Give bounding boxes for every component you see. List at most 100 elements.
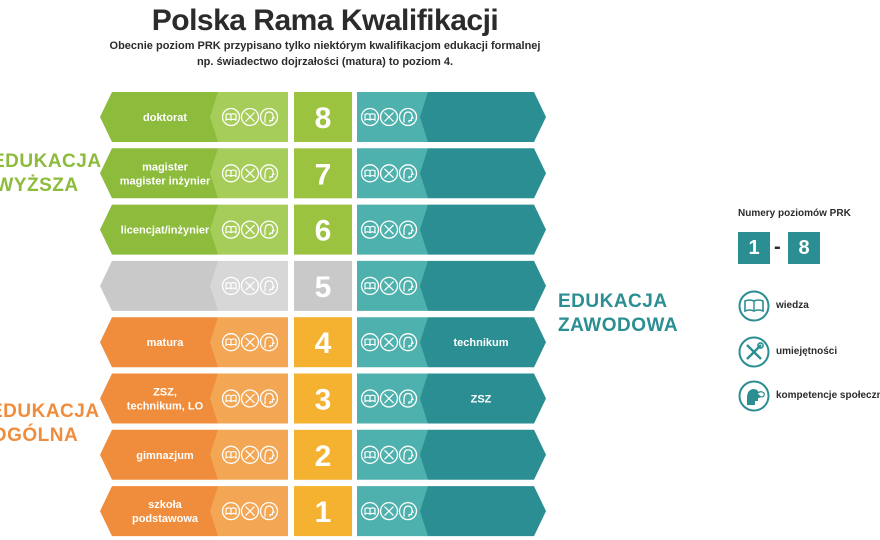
level-6-left-label-band — [100, 204, 218, 255]
level-2-left-text: gimnazjum — [136, 450, 194, 462]
tools-icon — [379, 333, 399, 352]
level-5-left-icon-band — [210, 260, 288, 311]
legend-label-social-competences: kompetencje społeczne — [776, 390, 880, 401]
book-icon — [221, 164, 241, 183]
tools-icon — [240, 220, 260, 239]
book-icon — [738, 290, 770, 322]
level-3-right-icons — [360, 389, 418, 408]
level-7-left-text: magister inżynier — [120, 175, 211, 187]
tools-icon — [379, 107, 399, 127]
level-3-number: 3 — [315, 384, 332, 417]
level-5-right-icons — [360, 276, 418, 296]
tools-icon — [379, 445, 399, 464]
level-3-number-box — [294, 373, 352, 424]
level-2-number-box — [294, 429, 352, 480]
level-2-right-icons — [360, 445, 418, 464]
tools-icon — [738, 336, 770, 368]
head-icon — [398, 107, 418, 127]
level-4-number: 4 — [315, 327, 332, 360]
head-icon — [398, 220, 418, 239]
head-icon — [259, 107, 279, 127]
legend-title: Numery poziomów PRK — [738, 208, 851, 219]
book-icon — [360, 276, 380, 296]
level-5-right-label-band — [420, 260, 546, 311]
level-1-left-label-band — [100, 486, 218, 537]
tools-icon — [379, 389, 399, 408]
level-1-left-text: podstawowa — [132, 513, 199, 525]
level-2-left-icon-band — [210, 429, 288, 480]
level-1-right-icon-band — [357, 486, 428, 537]
level-5-left-icons — [221, 276, 279, 296]
level-8-left-icon-band — [210, 92, 288, 142]
head-icon — [259, 276, 279, 296]
book-icon — [360, 107, 380, 127]
tools-icon — [240, 445, 260, 464]
legend-label-knowledge: wiedza — [776, 300, 809, 311]
head-icon — [259, 501, 279, 521]
head-icon — [738, 380, 770, 412]
head-icon — [398, 501, 418, 521]
legend-range-to: 8 — [788, 232, 820, 264]
tools-icon — [379, 276, 399, 296]
level-3-left-text: technikum, LO — [127, 401, 204, 413]
level-7-number-box — [294, 148, 352, 199]
head-icon — [259, 389, 279, 408]
level-7-left-text: magister — [142, 161, 189, 173]
head-icon — [398, 389, 418, 408]
book-icon — [360, 164, 380, 183]
level-7-left-icon-band — [210, 148, 288, 199]
level-4-right-label-band — [420, 317, 546, 368]
tools-icon — [240, 389, 260, 408]
level-5-left-label-band — [100, 260, 218, 311]
tools-icon — [379, 501, 399, 521]
level-6-left-text: licencjat/inżynier — [121, 225, 210, 237]
level-6-right-icons — [360, 220, 418, 239]
head-icon — [259, 445, 279, 464]
level-4-left-label-band — [100, 317, 218, 368]
head-icon — [259, 220, 279, 239]
level-8-left-label-band — [100, 92, 218, 142]
level-8-right-icons — [360, 107, 418, 127]
head-icon — [398, 164, 418, 183]
subtitle-line-1: Obecnie poziom PRK przypisano tylko niek… — [109, 40, 541, 52]
level-3-left-icons — [221, 389, 279, 408]
level-3-left-label-band — [100, 373, 218, 424]
level-3-right-icon-band — [357, 373, 428, 424]
head-icon — [259, 333, 279, 352]
tools-icon — [240, 164, 260, 183]
level-2-left-icons — [221, 445, 279, 464]
level-6-left-icon-band — [210, 204, 288, 255]
head-icon — [259, 164, 279, 183]
level-4-right-text: technikum — [453, 337, 508, 349]
level-5-right-icon-band — [357, 260, 428, 311]
level-3-left-icon-band — [210, 373, 288, 424]
level-8-left-text: doktorat — [143, 112, 187, 124]
book-icon — [221, 389, 241, 408]
book-icon — [360, 445, 380, 464]
level-8-right-icon-band — [357, 92, 428, 142]
level-6-number-box — [294, 204, 352, 255]
level-1-left-text: szkoła — [148, 499, 183, 511]
book-icon — [221, 220, 241, 239]
level-1-left-icon-band — [210, 486, 288, 537]
book-icon — [360, 333, 380, 352]
tools-icon — [240, 276, 260, 296]
book-icon — [221, 276, 241, 296]
level-7-right-label-band — [420, 148, 546, 199]
book-icon — [360, 389, 380, 408]
level-1-left-icons — [221, 501, 279, 521]
level-3-right-text: ZSZ — [471, 394, 492, 406]
head-icon — [398, 276, 418, 296]
level-2-right-icon-band — [357, 429, 428, 480]
level-4-left-icon-band — [210, 317, 288, 368]
tools-icon — [379, 164, 399, 183]
level-8-right-label-band — [420, 92, 546, 142]
level-6-right-label-band — [420, 204, 546, 255]
subtitle-line-2: np. świadectwo dojrzałości (matura) to p… — [196, 56, 454, 68]
book-icon — [360, 501, 380, 521]
level-5-number-box — [294, 260, 352, 311]
